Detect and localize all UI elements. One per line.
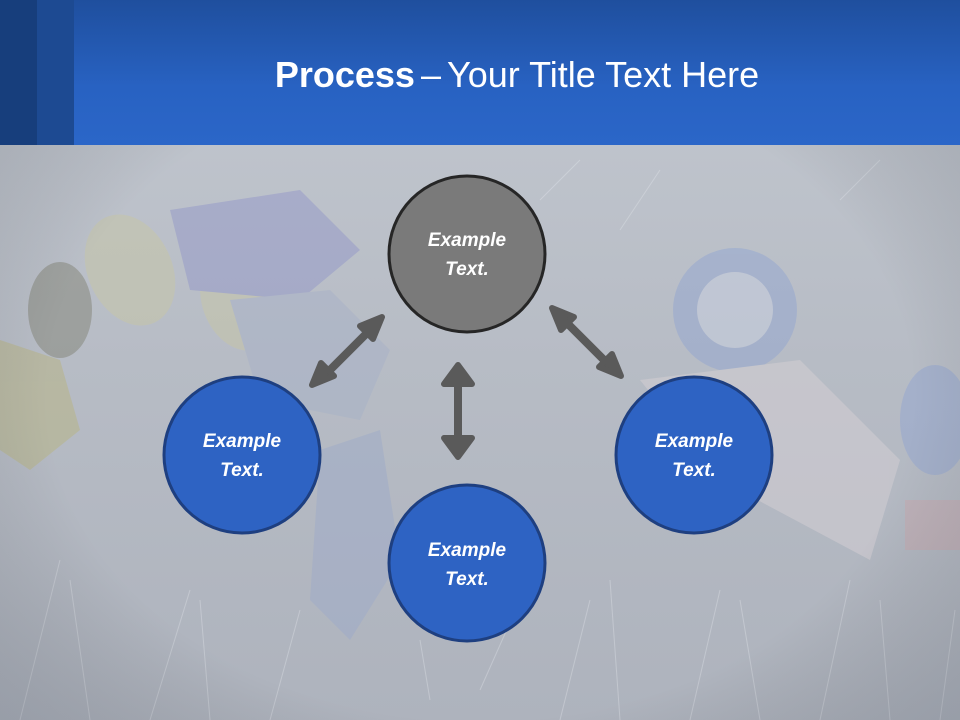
title-separator: – <box>420 54 441 95</box>
node-bottom[interactable]: Example Text. <box>387 483 547 643</box>
node-bottom-line2: Text. <box>445 569 489 590</box>
node-left-line2: Text. <box>220 460 264 481</box>
node-right-line2: Text. <box>672 460 716 481</box>
arrow-top-right <box>549 305 624 379</box>
header-accent-dark <box>0 0 37 145</box>
arrow-vertical <box>441 362 475 460</box>
node-top-line2: Text. <box>445 259 489 280</box>
node-right[interactable]: Example Text. <box>614 375 774 535</box>
header-band <box>0 0 960 145</box>
node-top[interactable]: Example Text. <box>387 174 547 334</box>
node-left[interactable]: Example Text. <box>162 375 322 535</box>
node-right-line1: Example <box>655 431 734 452</box>
slide-title[interactable]: Process–Your Title Text Here <box>74 50 960 100</box>
header-accent-mid <box>37 0 74 145</box>
title-bold: Process <box>274 54 415 95</box>
title-rest: Your Title Text Here <box>446 54 760 95</box>
node-bottom-line1: Example <box>428 540 507 561</box>
arrow-top-left <box>309 314 385 388</box>
node-left-line1: Example <box>203 431 282 452</box>
node-top-line1: Example <box>428 230 507 251</box>
